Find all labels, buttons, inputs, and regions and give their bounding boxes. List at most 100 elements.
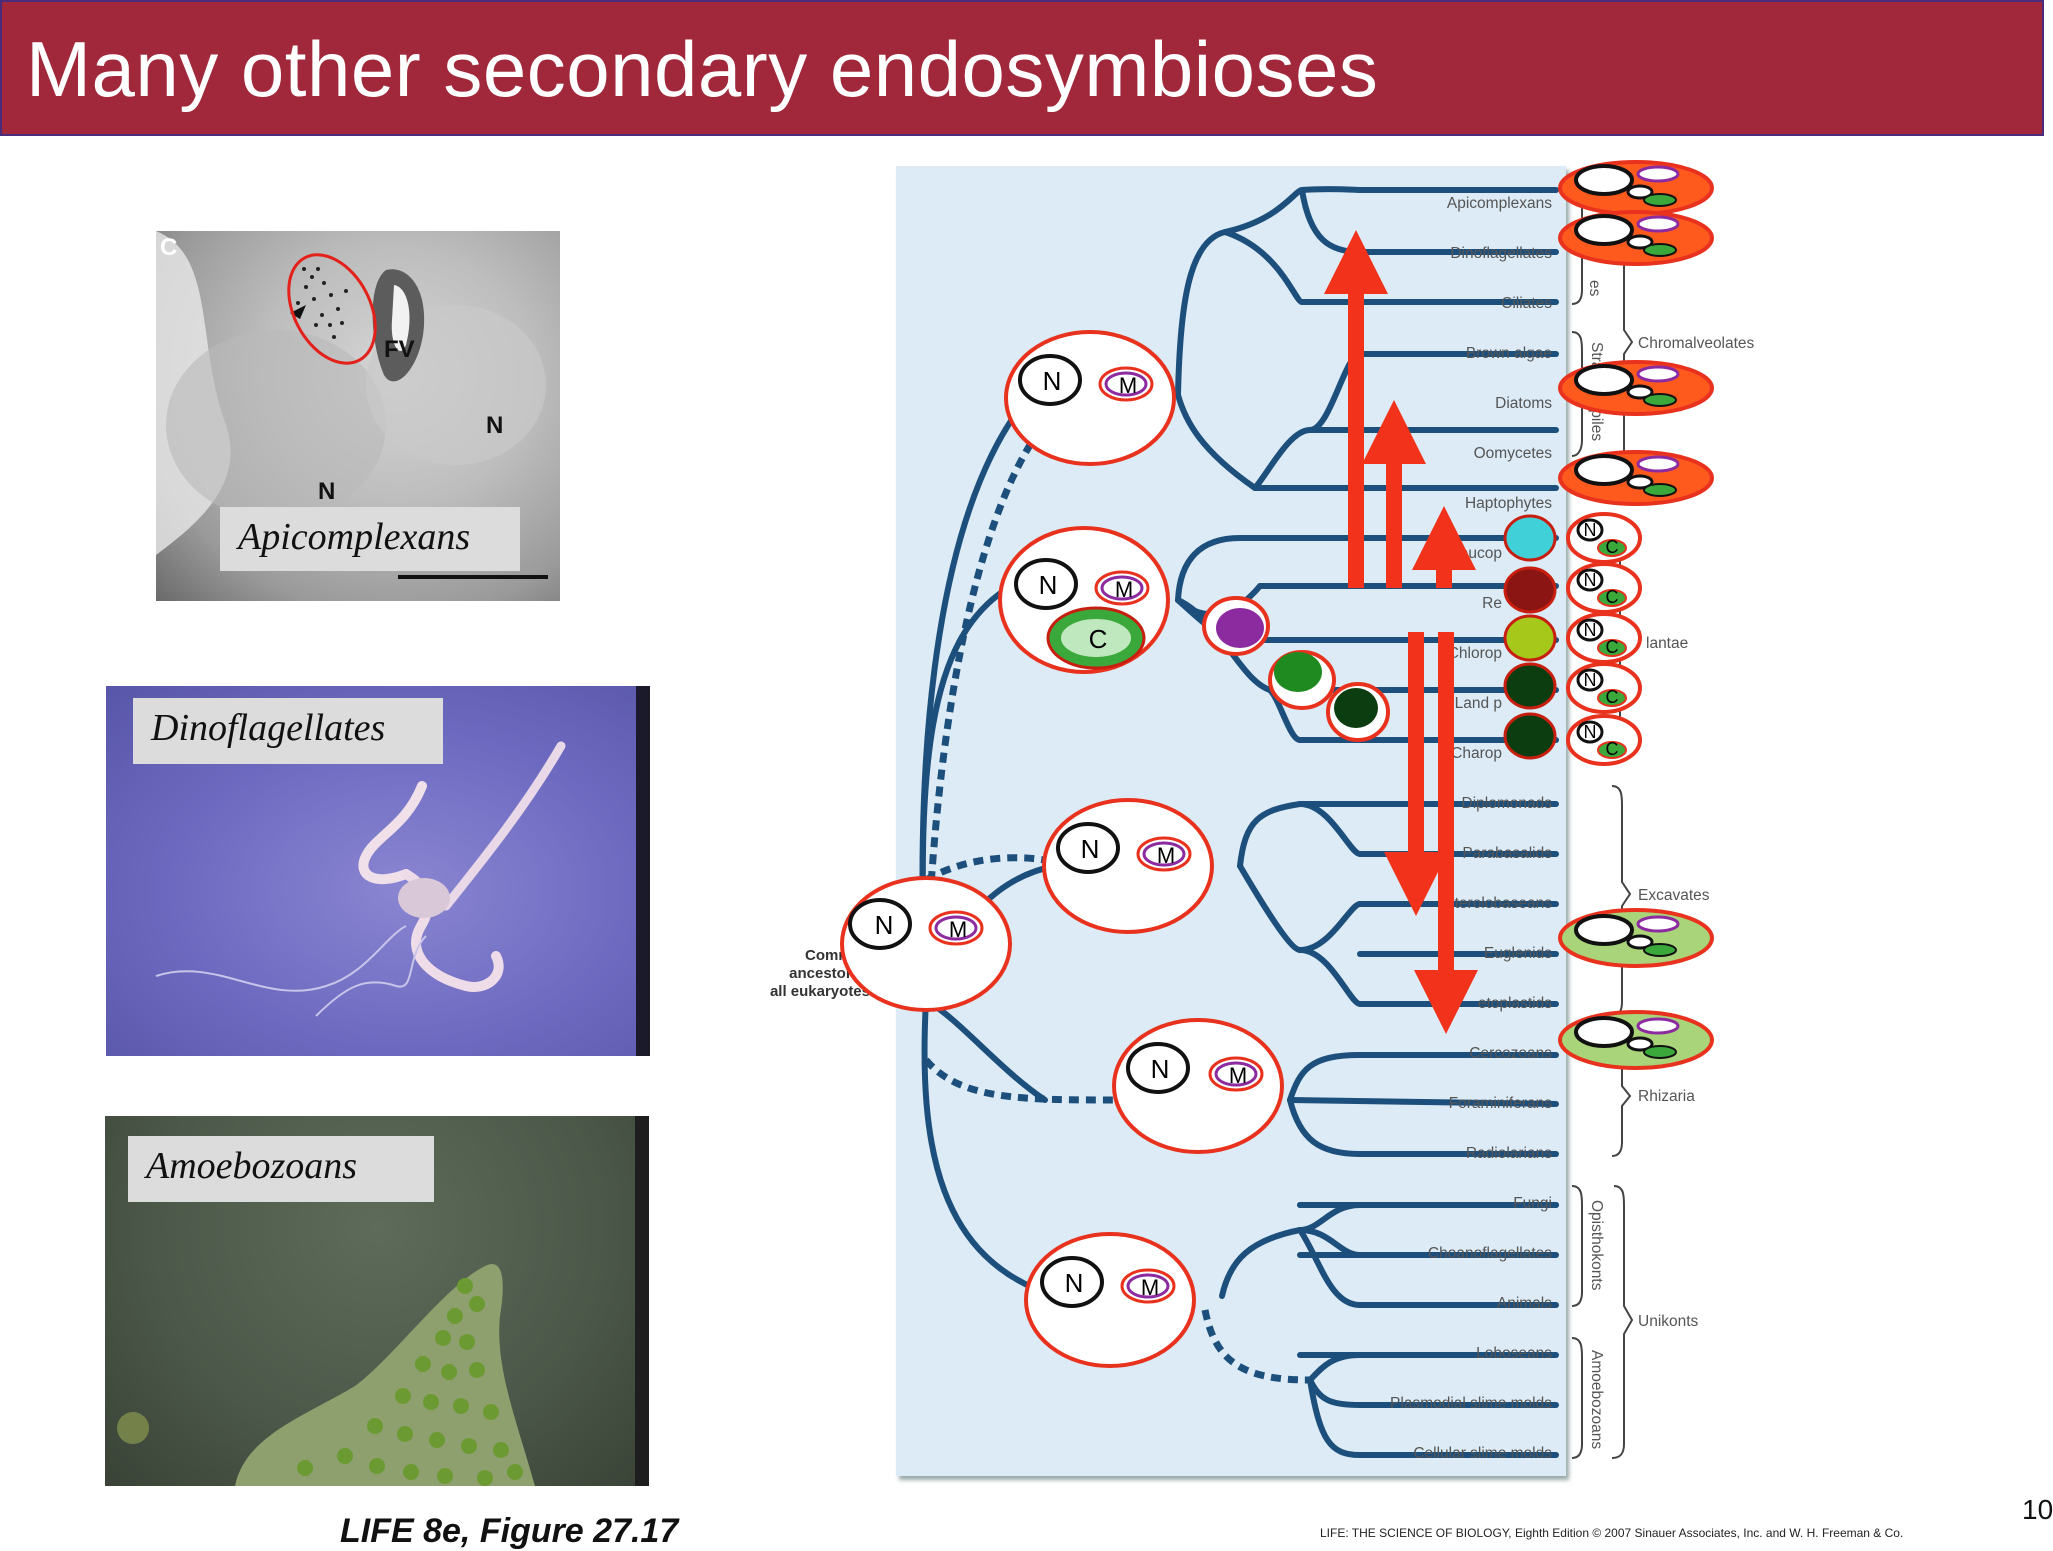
chlorophyte-plastid bbox=[1503, 614, 1557, 662]
scale-bar bbox=[398, 575, 548, 579]
alveolates-label: es bbox=[1586, 280, 1603, 297]
taxon-label: Dinoflagellates bbox=[1450, 245, 1552, 262]
charophyte-plastid bbox=[1503, 712, 1557, 760]
mitochondrion bbox=[1142, 841, 1186, 867]
taxon-label: Apicomplexans bbox=[1447, 195, 1552, 212]
fv-label: FV bbox=[384, 336, 415, 363]
page-number: 10 bbox=[2022, 1494, 2053, 1525]
nucleus bbox=[1014, 558, 1078, 610]
host-cell-root: N M bbox=[840, 876, 1012, 1012]
taxon-label: Brown algae bbox=[1466, 345, 1552, 362]
title-bar: Many other secondary endosymbioses bbox=[0, 0, 2044, 136]
taxon-label: Loboseans bbox=[1476, 1345, 1552, 1362]
taxon-label: Fungi bbox=[1513, 1195, 1552, 1212]
amoebozoans-group-label: Amoebozoans bbox=[1588, 1350, 1605, 1449]
mitochondrion bbox=[1104, 371, 1148, 397]
dinoflagellate-photo: Dinoflagellates bbox=[106, 686, 650, 1056]
apicomplexan-micrograph: C FV N N Apicomplexans bbox=[156, 225, 560, 601]
amoebozoans-label: Amoebozoans bbox=[128, 1136, 434, 1202]
nucleus-mark: N bbox=[1081, 834, 1100, 864]
taxon-label: Cercozoans bbox=[1469, 1045, 1552, 1062]
taxon-label: Euglenids bbox=[1484, 945, 1552, 962]
nucleus-mark: N bbox=[1584, 722, 1597, 742]
taxon-label: Diatoms bbox=[1495, 395, 1552, 412]
taxon-label: Oomycetes bbox=[1474, 445, 1553, 462]
nucleus-mark: N bbox=[1151, 1054, 1170, 1084]
plantae-cells: N C N C N C N C N bbox=[1566, 512, 1642, 766]
dinoflagellate-host bbox=[1558, 210, 1714, 266]
mitochondrion bbox=[1100, 575, 1144, 601]
chloroplast-mark: C bbox=[1606, 637, 1619, 657]
apicomplexan-host bbox=[1558, 160, 1714, 216]
mitochondrion-mark: M bbox=[1141, 1275, 1159, 1300]
figure-reference: LIFE 8e, Figure 27.17 bbox=[340, 1512, 679, 1550]
chloroplast-mark: C bbox=[1606, 537, 1619, 557]
dinoflagellate-art bbox=[155, 686, 650, 1056]
taxon-label: Parabasalids bbox=[1462, 845, 1552, 862]
nucleus bbox=[1056, 822, 1120, 874]
nucleus-mark: N bbox=[1584, 570, 1597, 590]
nucleus bbox=[1018, 354, 1082, 406]
amoebozoan-photo: Amoebozoans bbox=[105, 1116, 649, 1486]
mitochondrion-mark: M bbox=[1157, 843, 1175, 868]
nucleus-mark: N bbox=[1039, 570, 1058, 600]
mitochondrion-mark: M bbox=[949, 917, 967, 942]
mitochondrion-mark: M bbox=[1119, 373, 1137, 398]
taxon-label: Cellular slime molds bbox=[1413, 1445, 1552, 1462]
euglenid-host bbox=[1558, 908, 1714, 968]
chloroplast-mark: C bbox=[1089, 624, 1108, 654]
micrograph-art: C FV N N bbox=[156, 225, 560, 579]
host-cell-excavate: N M bbox=[1042, 798, 1214, 934]
host-cell-unikont: N M bbox=[1024, 1232, 1196, 1368]
mitochondrion bbox=[1214, 1061, 1258, 1087]
taxon-label: Radiolarians bbox=[1466, 1145, 1552, 1162]
chromalveolates-label: Chromalveolates bbox=[1638, 335, 1755, 352]
transfer-arrows bbox=[1324, 230, 1478, 1034]
chloroplast-mark: C bbox=[1606, 739, 1619, 759]
cercozoan-host bbox=[1558, 1010, 1714, 1070]
amoebozoan-art bbox=[117, 1116, 649, 1486]
taxon-label: Choanoflagellates bbox=[1428, 1245, 1552, 1262]
host-cell-chromalveolate: N M bbox=[1004, 330, 1176, 466]
taxon-label: Foraminiferans bbox=[1449, 1095, 1553, 1112]
taxon-label: Land p bbox=[1455, 695, 1502, 712]
chloroplast-mark: C bbox=[1606, 587, 1619, 607]
nucleus-mark: N bbox=[1584, 670, 1597, 690]
mitochondrion-mark: M bbox=[1229, 1063, 1247, 1088]
slide-title: Many other secondary endosymbioses bbox=[26, 25, 1379, 113]
taxon-label: Re bbox=[1482, 595, 1502, 612]
nucleus bbox=[1126, 1042, 1190, 1094]
diatom-host bbox=[1558, 360, 1714, 416]
mitochondrion bbox=[1126, 1273, 1170, 1299]
taxon-label: Chlorop bbox=[1448, 645, 1502, 662]
root-label-line: all eukaryotes bbox=[770, 983, 870, 1000]
rhizaria-label: Rhizaria bbox=[1638, 1088, 1695, 1105]
host-cell-rhizaria: N M bbox=[1112, 1018, 1284, 1154]
chloroplast-mark: C bbox=[1606, 687, 1619, 707]
nucleus bbox=[848, 898, 912, 950]
nucleus-mark: N bbox=[1065, 1268, 1084, 1298]
taxon-label: Ciliates bbox=[1501, 295, 1552, 312]
haptophyte-host bbox=[1558, 450, 1714, 506]
taxon-label: Haptophytes bbox=[1465, 495, 1552, 512]
plastid-ancestors bbox=[1202, 596, 1390, 742]
opisthokonts-label: Opisthokonts bbox=[1588, 1200, 1605, 1291]
red-alga-plastid bbox=[1503, 566, 1557, 614]
nucleus-mark: N bbox=[1043, 366, 1062, 396]
secondary-hosts bbox=[1558, 160, 1714, 1070]
mitochondrion bbox=[934, 915, 978, 941]
mitochondrion-mark: M bbox=[1115, 577, 1133, 602]
taxon-labels: Apicomplexans Dinoflagellates Ciliates B… bbox=[1390, 195, 1552, 1462]
land-plant-plastid bbox=[1503, 662, 1557, 710]
nucleus-mark: N bbox=[1584, 520, 1597, 540]
taxon-label: Plasmodial slime molds bbox=[1390, 1395, 1552, 1412]
unikonts-label: Unikonts bbox=[1638, 1313, 1699, 1330]
taxon-label: Charop bbox=[1451, 745, 1502, 762]
nucleus-label-2: N bbox=[318, 478, 335, 505]
copyright-notice: LIFE: THE SCIENCE OF BIOLOGY, Eighth Edi… bbox=[1320, 1526, 1904, 1540]
taxon-label: terolobaseans bbox=[1455, 895, 1553, 912]
excavates-label: Excavates bbox=[1638, 887, 1710, 904]
taxon-label: Diplomonads bbox=[1462, 795, 1553, 812]
apicomplexans-label: Apicomplexans bbox=[220, 507, 520, 571]
